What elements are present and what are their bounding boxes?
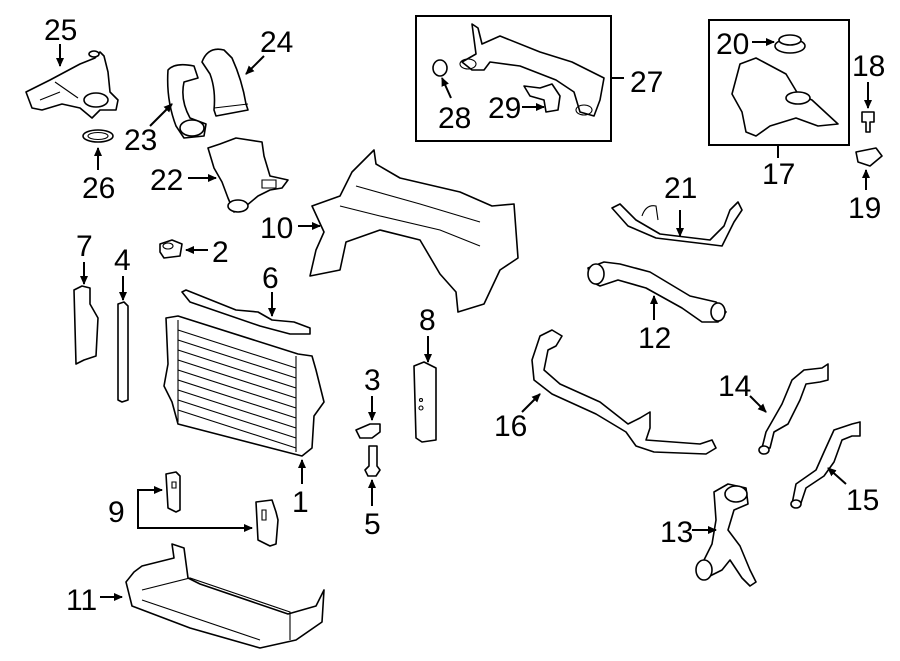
part-27-coolant-pipe[interactable] bbox=[459, 23, 605, 117]
part-24-hose[interactable] bbox=[201, 48, 249, 117]
part-22-thermostat-housing[interactable] bbox=[207, 137, 289, 213]
callout-1: 1 bbox=[292, 486, 309, 519]
callout-20: 20 bbox=[716, 28, 749, 61]
callout-27: 27 bbox=[630, 66, 663, 99]
part-7-side-deflector[interactable] bbox=[73, 285, 99, 365]
leader-15 bbox=[827, 467, 847, 485]
part-25-water-outlet[interactable] bbox=[25, 50, 119, 119]
callout-11: 11 bbox=[66, 584, 97, 617]
callout-14: 14 bbox=[718, 370, 751, 403]
callout-26: 26 bbox=[82, 172, 115, 205]
callout-7: 7 bbox=[76, 230, 93, 263]
callout-15: 15 bbox=[846, 484, 879, 517]
part-26-seal[interactable] bbox=[82, 129, 114, 143]
part-12-upper-hose[interactable] bbox=[587, 261, 727, 323]
part-29-sensor[interactable] bbox=[523, 83, 561, 113]
callout-3: 3 bbox=[364, 364, 381, 397]
callout-23: 23 bbox=[124, 124, 157, 157]
part-13-lower-hose[interactable] bbox=[695, 483, 757, 587]
callout-25: 25 bbox=[44, 14, 77, 47]
leader-23 bbox=[149, 103, 173, 127]
part-9-brackets[interactable] bbox=[165, 471, 279, 547]
part-6-upper-seal[interactable] bbox=[181, 289, 311, 335]
part-11-lower-deflector[interactable] bbox=[125, 543, 325, 649]
callout-10: 10 bbox=[260, 212, 293, 245]
callout-6: 6 bbox=[262, 262, 279, 295]
part-10-radiator-support[interactable] bbox=[309, 149, 519, 313]
leader-16 bbox=[521, 393, 541, 413]
leader-14 bbox=[749, 395, 767, 413]
part-1-radiator[interactable] bbox=[163, 315, 325, 457]
callout-24: 24 bbox=[260, 26, 293, 59]
callout-9: 9 bbox=[108, 496, 125, 529]
callout-4: 4 bbox=[114, 244, 131, 277]
part-17-reservoir[interactable] bbox=[731, 57, 839, 137]
callout-8: 8 bbox=[419, 304, 436, 337]
part-18-bolt[interactable] bbox=[861, 111, 875, 133]
callout-22: 22 bbox=[150, 164, 183, 197]
callout-16: 16 bbox=[494, 410, 527, 443]
part-15-hose[interactable] bbox=[790, 421, 861, 509]
part-21-vent-hose[interactable] bbox=[611, 201, 743, 247]
leader-28 bbox=[441, 77, 452, 99]
part-14-hose[interactable] bbox=[758, 363, 829, 455]
part-8-side-deflector-right[interactable] bbox=[413, 361, 437, 443]
callout-12: 12 bbox=[638, 322, 671, 355]
part-2-bushing[interactable] bbox=[159, 239, 183, 259]
leader-24 bbox=[245, 55, 265, 75]
callout-21: 21 bbox=[664, 172, 697, 205]
callout-29: 29 bbox=[488, 92, 521, 125]
part-23-hose[interactable] bbox=[166, 63, 207, 139]
callout-17: 17 bbox=[762, 158, 795, 191]
part-3-bracket[interactable] bbox=[355, 423, 381, 439]
callout-2: 2 bbox=[212, 236, 229, 269]
leader-9b bbox=[137, 510, 253, 532]
part-19-clip[interactable] bbox=[855, 147, 883, 167]
part-20-cap[interactable] bbox=[774, 34, 806, 54]
callout-13: 13 bbox=[660, 516, 693, 549]
part-28-plug[interactable] bbox=[432, 59, 448, 77]
callout-18: 18 bbox=[852, 50, 885, 83]
part-4-side-seal[interactable] bbox=[117, 301, 129, 403]
callout-28: 28 bbox=[438, 102, 471, 135]
callout-19: 19 bbox=[848, 192, 881, 225]
leader-9a bbox=[137, 486, 163, 510]
part-5-drain-plug[interactable] bbox=[364, 445, 381, 477]
callout-5: 5 bbox=[364, 508, 381, 541]
part-16-coolant-pipe[interactable] bbox=[531, 329, 717, 455]
